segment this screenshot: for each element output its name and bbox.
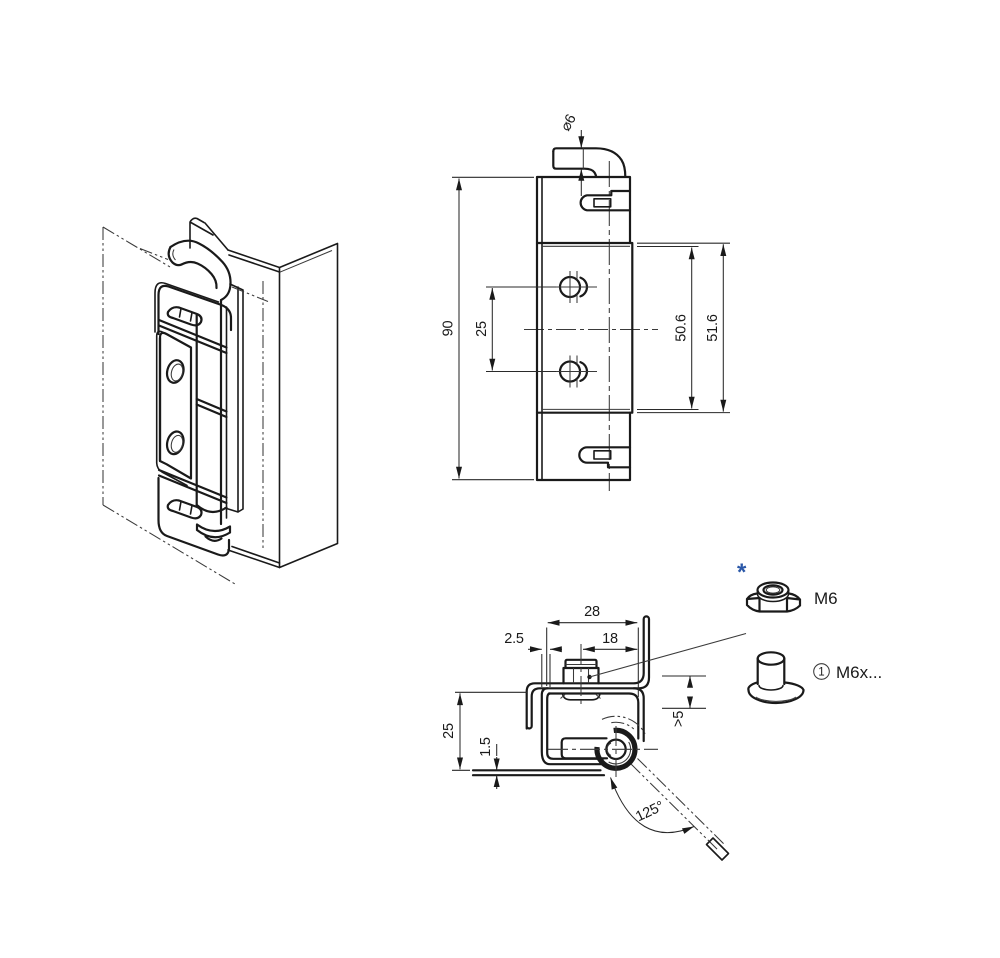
dim-leaf-height-outer: 51.6 xyxy=(637,242,730,414)
leaf-hole xyxy=(165,359,185,384)
dim-text-pin-dia: ⌀6 xyxy=(558,112,580,134)
pin-axis-centerline xyxy=(139,248,169,260)
dim-text-50-6: 50.6 xyxy=(673,314,689,342)
hinge-barrel xyxy=(195,298,228,526)
dim-opening-angle: 125° xyxy=(610,777,695,834)
leader-line xyxy=(587,632,747,680)
fastener-callouts: * M6 1 M6x... xyxy=(737,559,882,705)
dim-text-90: 90 xyxy=(440,321,456,337)
door-panel-baseline xyxy=(471,769,606,777)
dim-sheet-thickness: 1.5 xyxy=(478,737,500,789)
top-strap-plate xyxy=(154,281,233,355)
knuckle-and-pin xyxy=(548,715,658,777)
bolt-label: M6x... xyxy=(836,663,882,682)
dim-flange-width: 28 xyxy=(546,604,639,697)
dim-bolt-to-edge: 18 xyxy=(583,631,638,653)
dim-text-1-5: 1.5 xyxy=(478,737,494,757)
bolt-icon xyxy=(747,651,805,705)
note-marker: * xyxy=(737,559,747,586)
item-number: 1 xyxy=(818,667,824,679)
frame-channel-profile xyxy=(189,217,339,569)
dim-text-25: 25 xyxy=(474,321,490,337)
hinge-body-outline xyxy=(535,175,634,482)
dim-text-gt5: >5 xyxy=(671,711,687,727)
pin-axis-centerline xyxy=(231,286,269,302)
phantom-panel-lines xyxy=(102,226,264,585)
dim-text-28: 28 xyxy=(584,604,600,620)
mounting-hole-lower xyxy=(554,355,597,388)
dim-text-18: 18 xyxy=(602,631,618,647)
dim-pin-diameter: ⌀6 xyxy=(558,112,585,196)
dim-text-125: 125° xyxy=(633,798,666,825)
item-number-badge: 1 xyxy=(813,663,830,680)
front-view: 90 25 50.6 51.6 ⌀6 xyxy=(440,112,730,491)
dim-leaf-height-inner: 50.6 xyxy=(637,245,699,411)
frame-leaf-profile xyxy=(525,615,651,730)
locknut-label: M6 xyxy=(814,589,838,608)
mounting-hole-upper xyxy=(554,271,597,303)
dim-text-2-5: 2.5 xyxy=(504,631,524,647)
dim-overall-height: 90 xyxy=(440,176,534,481)
rear-leaf-edge xyxy=(224,283,244,513)
dim-text-51-6: 51.6 xyxy=(705,314,721,342)
bottom-strap-plate xyxy=(157,468,232,557)
isometric-view xyxy=(102,217,339,585)
dim-text-25-side: 25 xyxy=(441,723,457,739)
dim-hole-pitch: 25 xyxy=(474,286,556,373)
bent-pin xyxy=(167,239,232,301)
dim-edge-offset: 2.5 xyxy=(504,631,562,687)
bottom-slot xyxy=(578,446,632,469)
top-slot xyxy=(579,189,632,212)
dim-bracket-height: 25 xyxy=(441,691,527,771)
pin-top-profile xyxy=(552,147,627,178)
locknut-icon xyxy=(745,581,802,613)
side-view: 28 2.5 18 25 1.5 xyxy=(441,604,747,861)
leaf-hole xyxy=(165,430,185,456)
front-leaf xyxy=(155,330,193,487)
dim-min-engagement: >5 xyxy=(662,675,706,727)
clamp-nut-section xyxy=(560,644,601,707)
